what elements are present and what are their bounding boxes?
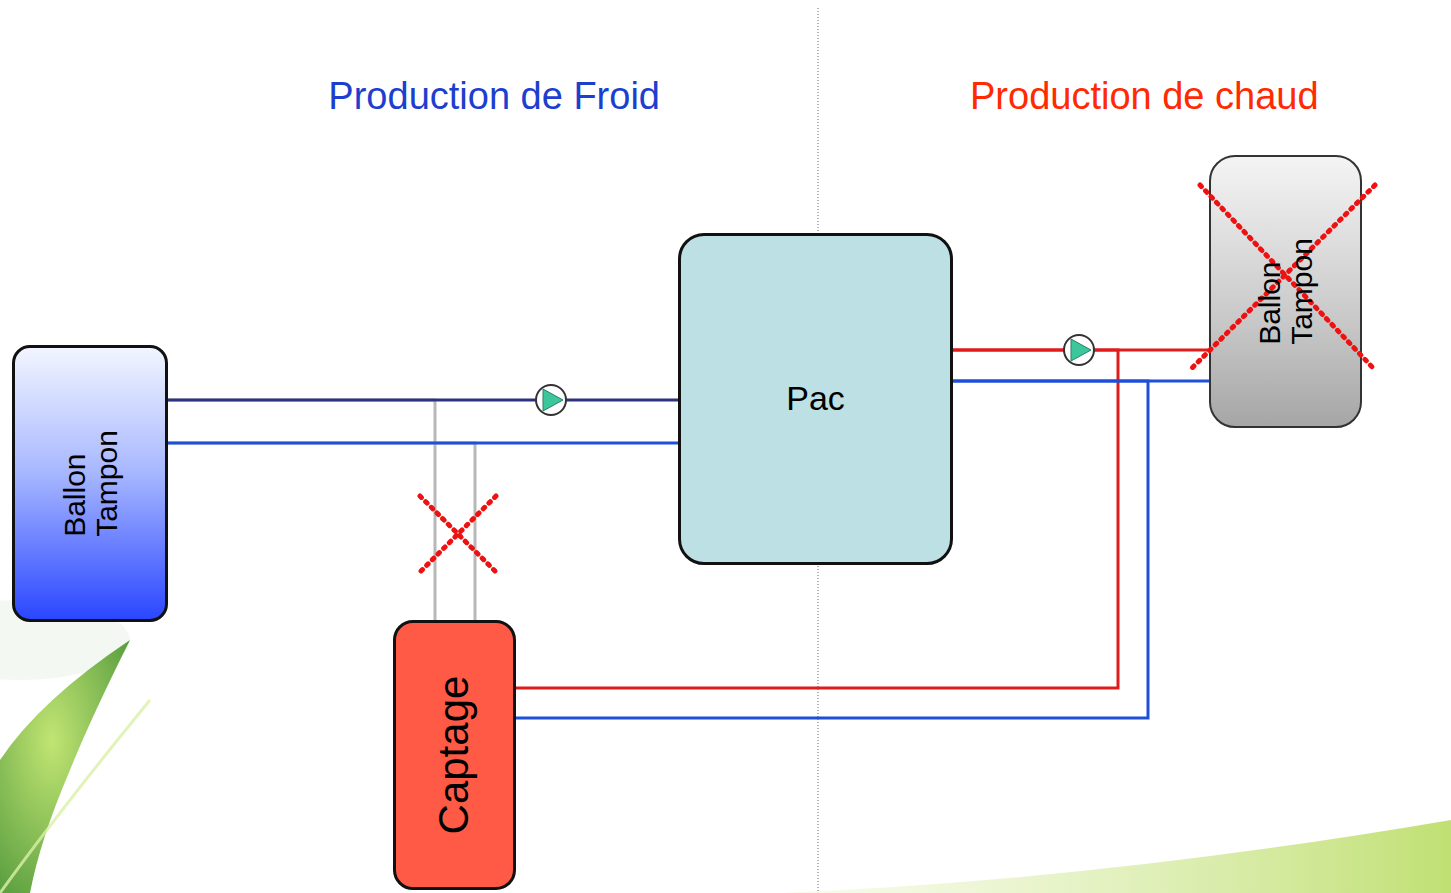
heat-pump-box: Pac [678,233,953,565]
cross-stroke [420,496,496,572]
pump-circle [536,385,566,415]
pipe-line [953,380,1209,383]
ground-loop-box: Captage [393,620,516,890]
pipe-line [168,442,678,445]
pump-symbol [536,385,566,415]
buffer-tank: Ballon Tampon [12,345,168,622]
node-text: Ballon Tampon [1254,238,1317,345]
section-heading: Production de chaud [970,76,1319,118]
node-text: Ballon Tampon [58,430,121,537]
node-text: Captage [432,676,476,835]
pipe-line [168,400,435,620]
cross-stroke [420,496,496,572]
pipe-line [168,443,475,620]
leaf-decoration [0,640,130,893]
leaf-vein [0,700,150,893]
cross-mark [420,496,496,572]
pipe-line [168,399,678,402]
pump-symbol [1064,335,1094,365]
pump-triangle [543,389,563,411]
node-text: Pac [786,381,845,417]
pump-circle [1064,335,1094,365]
section-heading: Production de Froid [328,76,660,118]
buffer-tank: Ballon Tampon [1209,155,1362,428]
swoosh-decoration [780,820,1451,893]
pump-triangle [1071,339,1091,361]
